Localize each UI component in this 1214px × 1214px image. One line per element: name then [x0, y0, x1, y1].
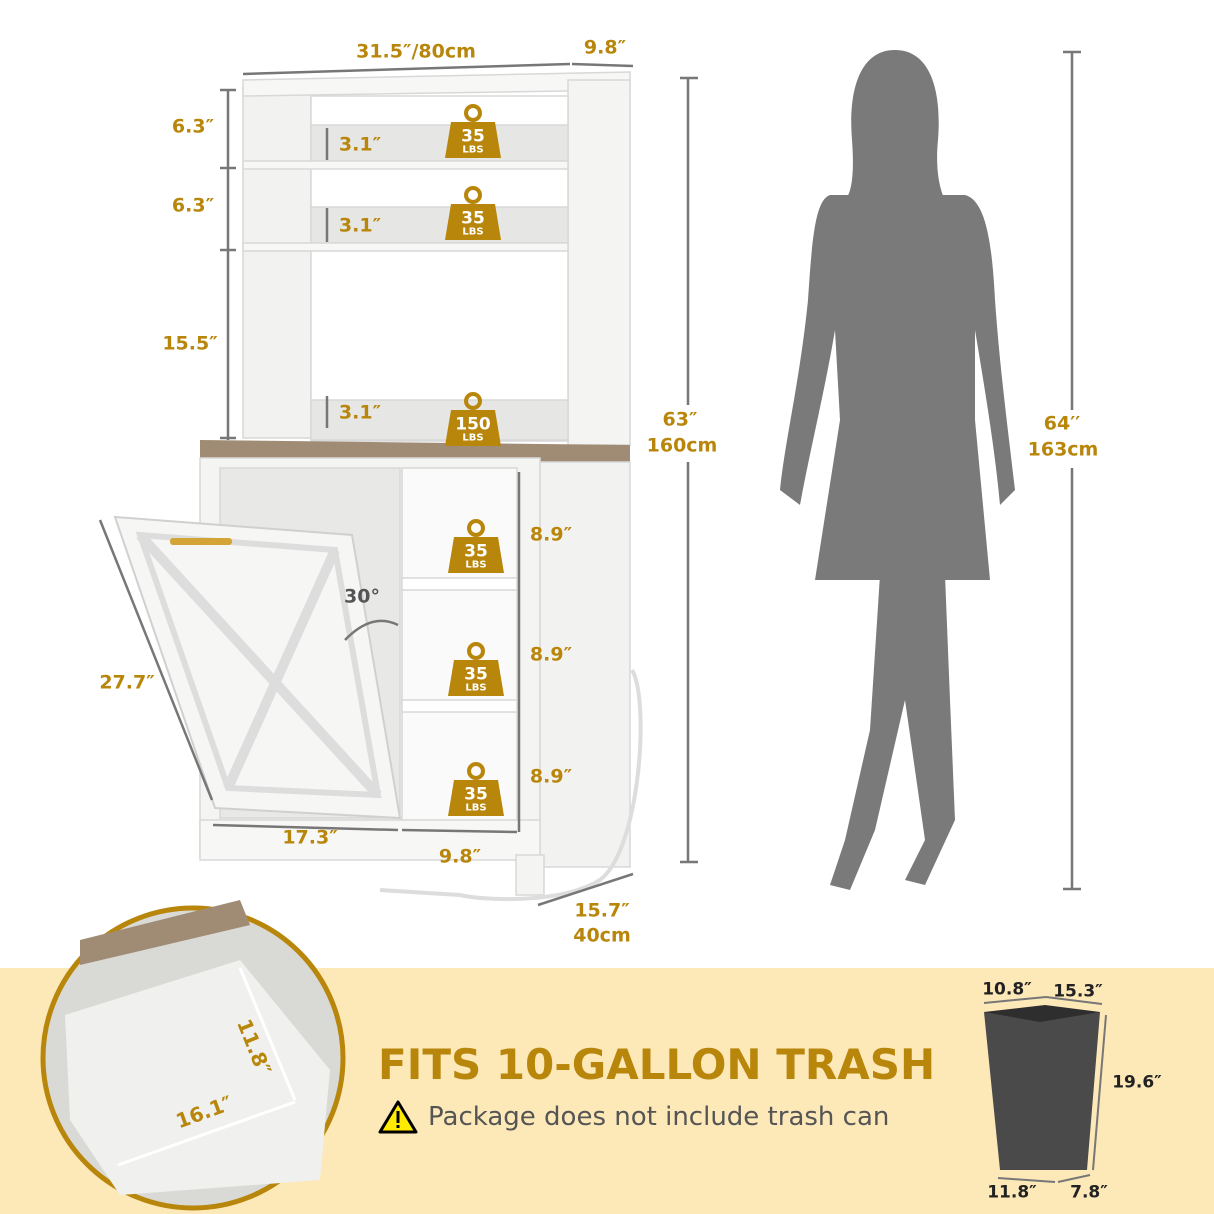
person-silhouette: [780, 50, 1015, 890]
warning-text: Package does not include trash can: [428, 1102, 890, 1132]
tilt-out-door: [113, 515, 402, 820]
warning-triangle-icon: [378, 1100, 418, 1134]
total-height-label: 63″: [662, 408, 698, 431]
cubby-width-label: 9.8″: [438, 845, 482, 868]
trash-top-width-label: 15.3″: [1053, 981, 1103, 1002]
detail-circle: [40, 900, 346, 1211]
cubby-height-label: 8.9″: [529, 765, 573, 788]
person-height-cm-label: 163cm: [1027, 438, 1099, 461]
trash-height-label: 19.6″: [1112, 1072, 1162, 1093]
top-depth-label: 9.8″: [583, 36, 627, 59]
power-cord: [379, 668, 643, 902]
depth-cm-label: 40cm: [573, 924, 631, 947]
tilt-angle-label: 30°: [344, 585, 380, 608]
cabinet-hutch: [242, 71, 631, 446]
dimension-lines: [98, 50, 1081, 907]
banner-title: FITS 10-GALLON TRASH: [378, 1040, 936, 1089]
person-height-label: 64′′: [1043, 412, 1081, 435]
door-handle: [170, 538, 232, 545]
door-height-label: 27.7″: [99, 671, 155, 694]
cubby-height-label: 8.9″: [529, 643, 573, 666]
trash-can-image: [983, 996, 1107, 1183]
trash-bottom-depth-label: 7.8″: [1070, 1182, 1108, 1203]
shelf-lip-label: 3.1″: [338, 133, 382, 156]
hutch-height-label: 6.3″: [171, 194, 215, 217]
hutch-height-label: 15.5″: [162, 332, 218, 355]
shelf-lip-label: 3.1″: [338, 401, 382, 424]
bin-width-label: 17.3″: [282, 826, 338, 849]
shelf-lip-label: 3.1″: [338, 214, 382, 237]
banner-warning: Package does not include trash can: [378, 1100, 889, 1134]
trash-top-depth-label: 10.8″: [982, 979, 1032, 1000]
total-height-cm-label: 160cm: [646, 434, 718, 457]
width-label: 31.5″/80cm: [356, 40, 476, 63]
depth-label: 15.7″: [574, 899, 630, 922]
hutch-height-label: 6.3″: [171, 115, 215, 138]
cubby-height-label: 8.9″: [529, 523, 573, 546]
trash-bottom-width-label: 11.8″: [987, 1182, 1037, 1203]
weight-badges: [445, 104, 504, 816]
